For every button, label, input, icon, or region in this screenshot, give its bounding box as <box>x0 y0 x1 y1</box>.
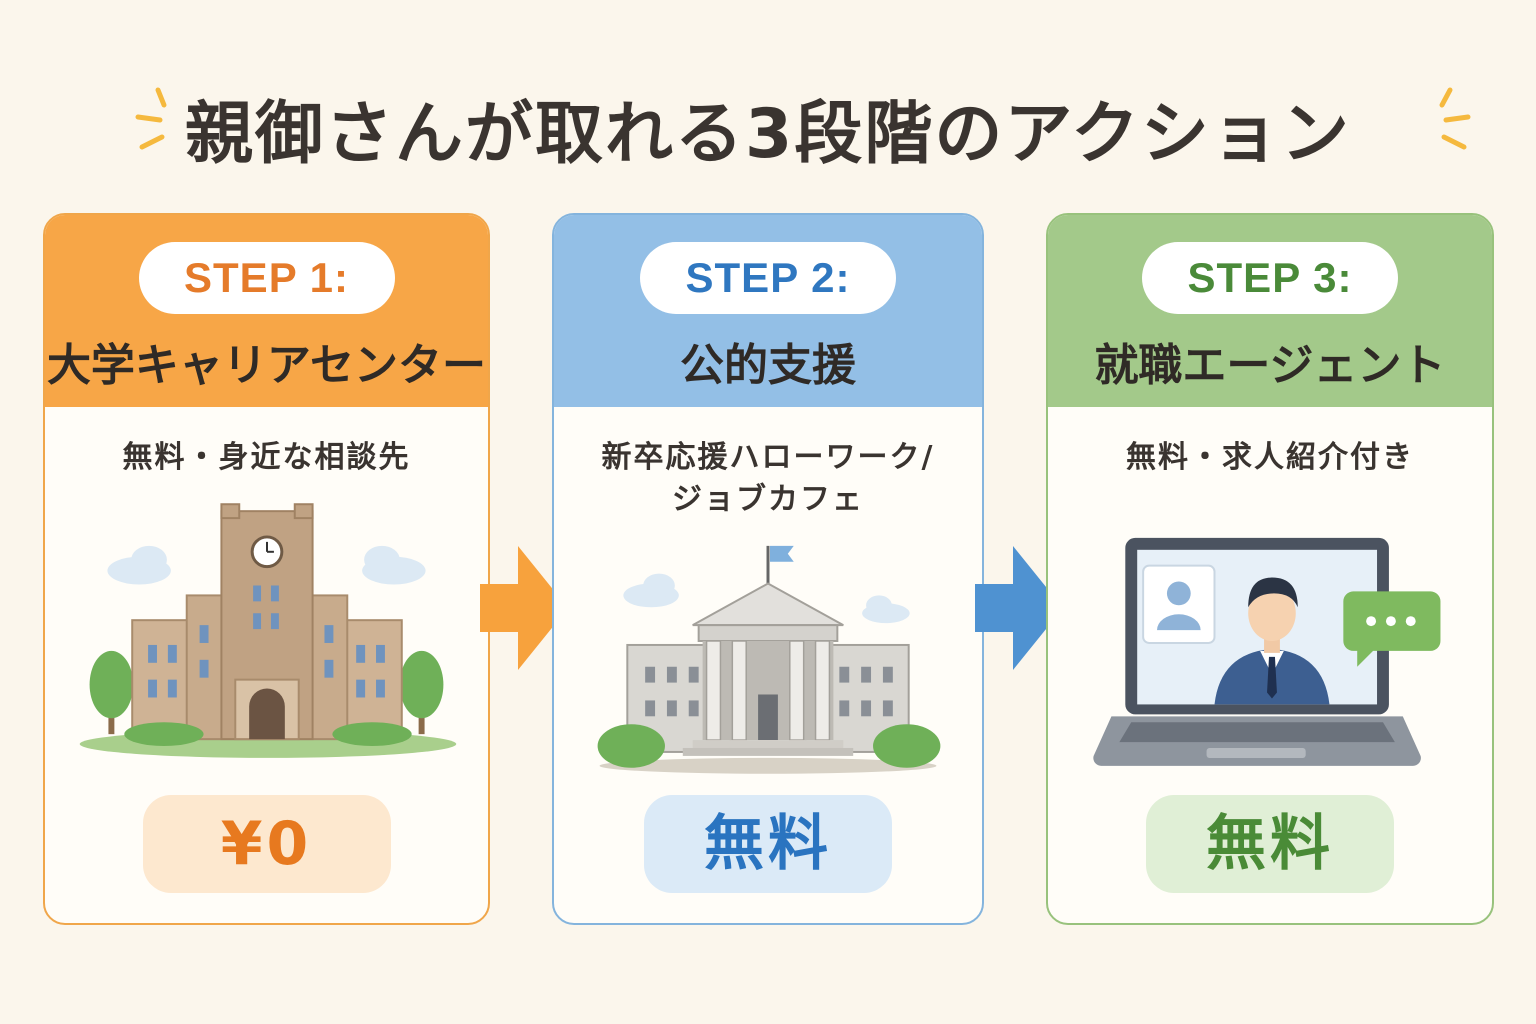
step-2-description: 新卒応援ハローワーク/ ジョブカフェ <box>601 440 935 517</box>
arrow-right-icon <box>975 546 1063 670</box>
step-2-title: 公的支援 <box>680 340 856 391</box>
step-1-label: STEP 1: <box>138 242 395 314</box>
step-3-price: 無料 <box>1146 795 1394 893</box>
video-call-laptop-icon <box>1093 537 1441 766</box>
step-3-label: STEP 3: <box>1142 242 1398 314</box>
step-1-description: 無料・身近な相談先 <box>122 440 411 475</box>
page-title: 親御さんが取れる3段階のアクション <box>185 95 1351 174</box>
step-3-card: STEP 3: 就職エージェント 無料・求人紹介付き 無料 <box>1046 213 1494 925</box>
step-2-label: STEP 2: <box>640 242 896 314</box>
university-building-icon <box>79 503 457 758</box>
step-1-price: ¥0 <box>142 795 391 893</box>
sparkle-left-icon <box>135 87 167 150</box>
step-1-card: STEP 1: 大学キャリアセンター 無料・身近な相談先 <box>43 213 490 925</box>
sparkle-right-icon <box>1439 87 1471 150</box>
step-3-description: 無料・求人紹介付き <box>1126 440 1414 475</box>
step-3-header: STEP 3: 就職エージェント <box>1048 215 1492 407</box>
step-2-card: STEP 2: 公的支援 新卒応援ハローワーク/ ジョブカフェ <box>552 213 984 925</box>
step-2-price: 無料 <box>644 795 892 893</box>
arrow-right-icon <box>480 546 568 670</box>
step-1-header: STEP 1: 大学キャリアセンター <box>45 215 488 407</box>
step-3-title: 就職エージェント <box>1094 340 1446 391</box>
step-1-title: 大学キャリアセンター <box>46 340 487 391</box>
public-office-building-icon <box>597 545 941 774</box>
step-2-header: STEP 2: 公的支援 <box>554 215 982 407</box>
